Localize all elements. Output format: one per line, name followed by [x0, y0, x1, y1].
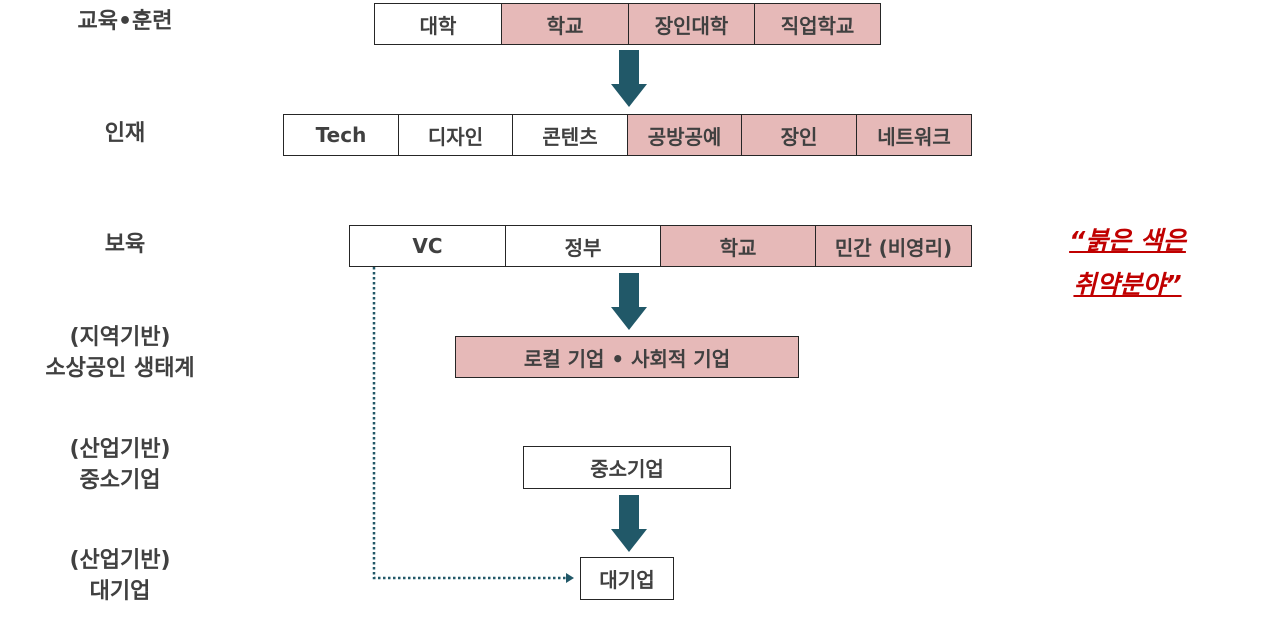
label-local-line2: 소상공인 생태계: [45, 356, 195, 381]
large-enterprise-box: 대기업: [580, 557, 674, 600]
label-talent: 인재: [104, 121, 146, 146]
local-enterprise-box: 로컬 기업 • 사회적 기업: [455, 336, 799, 378]
down-arrow-shape: [611, 50, 647, 107]
label-incubation: 보육: [104, 232, 146, 257]
down-arrow-shape: [611, 273, 647, 330]
talent-cell: 콘텐츠: [513, 115, 628, 155]
education-cell: 대학: [375, 4, 502, 44]
talent-cell: 장인: [742, 115, 857, 155]
legend-note-line1: “붉은 색은: [1069, 226, 1186, 255]
education-box-row: 대학 학교 장인대학 직업학교: [374, 3, 881, 45]
incubation-cell: VC: [350, 226, 506, 266]
legend-note: “붉은 색은 취약분야”: [1040, 219, 1215, 307]
label-local-line1: (지역기반): [69, 325, 171, 350]
down-arrow-icon: [611, 50, 647, 107]
label-sme: (산업기반) 중소기업: [10, 434, 230, 496]
talent-cell: 네트워크: [857, 115, 971, 155]
label-large-line2: 대기업: [89, 579, 151, 604]
label-large-line1: (산업기반): [69, 548, 171, 573]
label-sme-line2: 중소기업: [79, 468, 161, 493]
sme-box: 중소기업: [523, 446, 731, 489]
label-sme-line1: (산업기반): [69, 437, 171, 462]
talent-box-row: Tech 디자인 콘텐츠 공방공예 장인 네트워크: [283, 114, 972, 156]
education-cell: 장인대학: [629, 4, 755, 44]
incubation-cell: 정부: [506, 226, 661, 266]
education-cell: 학교: [502, 4, 629, 44]
dotted-connector-arrowhead-icon: [566, 573, 574, 583]
incubation-cell: 학교: [661, 226, 816, 266]
down-arrow-icon: [611, 273, 647, 330]
talent-cell: 공방공예: [628, 115, 742, 155]
talent-cell: Tech: [284, 115, 399, 155]
talent-cell: 디자인: [399, 115, 513, 155]
down-arrow-icon: [611, 495, 647, 552]
label-local-ecosystem: (지역기반) 소상공인 생태계: [10, 322, 230, 384]
education-cell: 직업학교: [755, 4, 880, 44]
dotted-connector-line: [372, 267, 566, 580]
incubation-box-row: VC 정부 학교 민간 (비영리): [349, 225, 972, 267]
down-arrow-shape: [611, 495, 647, 552]
label-education: 교육•훈련: [77, 9, 173, 34]
label-large-enterprise: (산업기반) 대기업: [10, 545, 230, 607]
incubation-cell: 민간 (비영리): [816, 226, 971, 266]
legend-note-line2: 취약분야”: [1073, 270, 1182, 299]
